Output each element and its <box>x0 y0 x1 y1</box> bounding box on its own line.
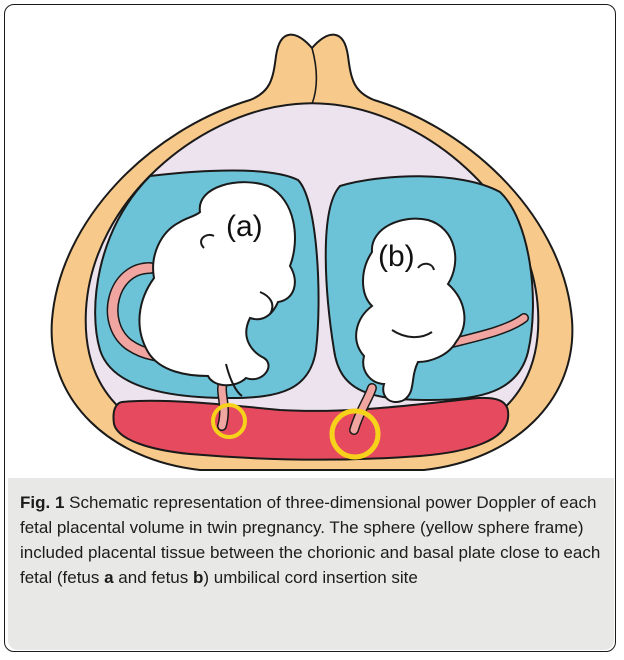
caption-text-2: and fetus <box>114 568 193 587</box>
caption-text-3: ) umbilical cord insertion site <box>203 568 417 587</box>
twin-pregnancy-diagram: (a) (b) <box>0 0 624 478</box>
label-fetus-b: (b) <box>378 240 415 273</box>
caption-fetus-a: a <box>104 568 113 587</box>
label-fetus-a: (a) <box>226 210 263 243</box>
figure-caption: Fig. 1 Schematic representation of three… <box>8 478 614 650</box>
caption-fig-label: Fig. 1 <box>20 493 64 512</box>
caption-fetus-b: b <box>193 568 203 587</box>
